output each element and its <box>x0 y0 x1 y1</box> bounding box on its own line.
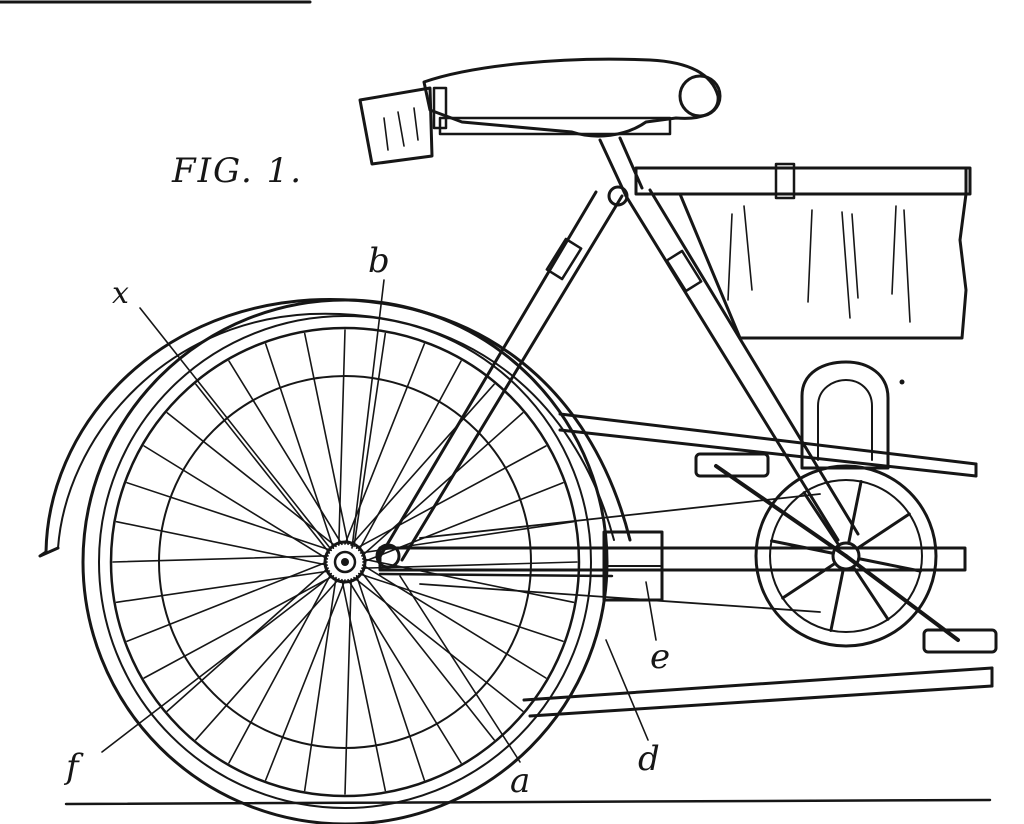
sprocket-arm <box>829 567 845 632</box>
pedal-front <box>922 628 998 654</box>
wheel-spoke <box>347 578 462 764</box>
wheel-spoke <box>344 578 353 795</box>
stay-pivot <box>375 543 401 569</box>
hub-inner <box>333 550 357 574</box>
wheel-spoke <box>166 412 337 548</box>
wheel-spoke <box>355 574 426 781</box>
wheel-spoke <box>337 329 346 546</box>
wheel-spoke <box>264 579 346 781</box>
wheel-spoke <box>126 481 333 552</box>
rim-inner <box>158 375 532 749</box>
saddle-bag-strap <box>432 86 448 130</box>
wheel-spoke <box>303 576 337 792</box>
tyre-outer <box>81 298 609 824</box>
label-f: f <box>63 747 84 787</box>
sprocket-arm <box>847 480 863 545</box>
chainring-outer <box>754 464 938 648</box>
label-a: a <box>510 761 530 801</box>
crank-arm-rear <box>714 464 848 558</box>
sprocket-arm <box>857 557 922 573</box>
saddle-top <box>422 57 720 138</box>
chainring-inner <box>769 479 923 633</box>
top-tube <box>634 166 972 196</box>
wheel-spoke <box>195 578 340 741</box>
mudguard <box>44 298 632 554</box>
saddle-bag <box>358 86 434 166</box>
mudguard-tail <box>38 546 60 558</box>
wheel-spoke <box>361 412 524 557</box>
seat-stay <box>375 190 624 569</box>
rim <box>109 326 581 798</box>
mudguard-inner-edge <box>57 312 615 549</box>
chain-lower <box>419 583 821 613</box>
wheel-spoke <box>353 332 387 548</box>
main-frame <box>598 136 972 542</box>
seat-tube-a <box>624 194 840 542</box>
wheel-spoke <box>361 558 575 604</box>
wheel-spoke <box>228 360 343 546</box>
wheel-spoke <box>361 564 547 679</box>
lamp-bracket <box>800 360 890 470</box>
hub-axle <box>341 558 349 566</box>
wheel-spokes <box>112 329 578 795</box>
wheel-spoke <box>362 481 564 563</box>
wheel-spoke <box>303 332 349 546</box>
seat-tube-b <box>648 188 860 536</box>
wheel-spoke <box>353 576 524 712</box>
down-tube-lower <box>558 428 978 478</box>
wheel-spoke <box>115 520 329 566</box>
bottom-rail-upper <box>522 666 994 702</box>
wheel-spoke <box>341 578 387 792</box>
saddle <box>358 57 722 166</box>
hub-outer <box>323 540 367 584</box>
sprocket-arm <box>781 561 837 600</box>
label-b: b <box>368 241 390 281</box>
bottom-rail-lower <box>528 684 994 718</box>
wheel-spoke <box>195 383 331 554</box>
chain-stay <box>378 530 967 602</box>
saddle-nose-roll <box>678 74 722 118</box>
crank-arm-front <box>844 554 960 642</box>
wheel-spoke <box>344 343 426 545</box>
sprocket-arm <box>770 539 835 555</box>
seat-tube-clamp <box>665 249 703 293</box>
chain-upper <box>419 493 821 539</box>
wheel-spoke <box>143 445 329 560</box>
down-tube-upper <box>558 412 978 466</box>
label-d: d <box>638 739 660 779</box>
wheel-spoke <box>115 570 331 604</box>
sprocket-arms <box>770 480 922 632</box>
seat-cluster-bolt <box>607 185 629 207</box>
ground-line <box>64 798 992 806</box>
saddle-rail <box>438 116 672 136</box>
wheel-spoke <box>359 570 495 741</box>
wheel-spoke <box>350 383 495 546</box>
wheel-spoke <box>361 561 578 570</box>
label-x: x <box>112 276 129 311</box>
wheel-spoke <box>357 572 564 643</box>
reference-labels: x b f a d e <box>63 241 670 801</box>
small-dot <box>899 379 905 385</box>
label-e: e <box>650 637 670 677</box>
chainring <box>754 464 938 648</box>
crank-spindle <box>831 541 861 571</box>
wheel-spoke <box>112 554 329 563</box>
frame-bag <box>678 192 968 340</box>
stay-clamp <box>545 237 583 281</box>
sprocket-arm <box>802 491 841 547</box>
figure-title: FIG. 1. <box>171 151 303 191</box>
top-tube-band <box>774 162 796 200</box>
wheel-spoke <box>143 574 335 679</box>
wheel-spoke <box>228 572 333 764</box>
tyre-inner <box>98 315 592 809</box>
wheel-spoke <box>355 445 547 550</box>
wheel-spoke <box>126 561 328 643</box>
rear-wheel <box>38 298 632 824</box>
sprocket-arm <box>855 512 911 551</box>
pedal-rear <box>694 452 770 478</box>
wheel-spoke <box>357 360 462 552</box>
sprocket-arm <box>851 565 890 621</box>
wheel-spoke <box>264 343 335 550</box>
